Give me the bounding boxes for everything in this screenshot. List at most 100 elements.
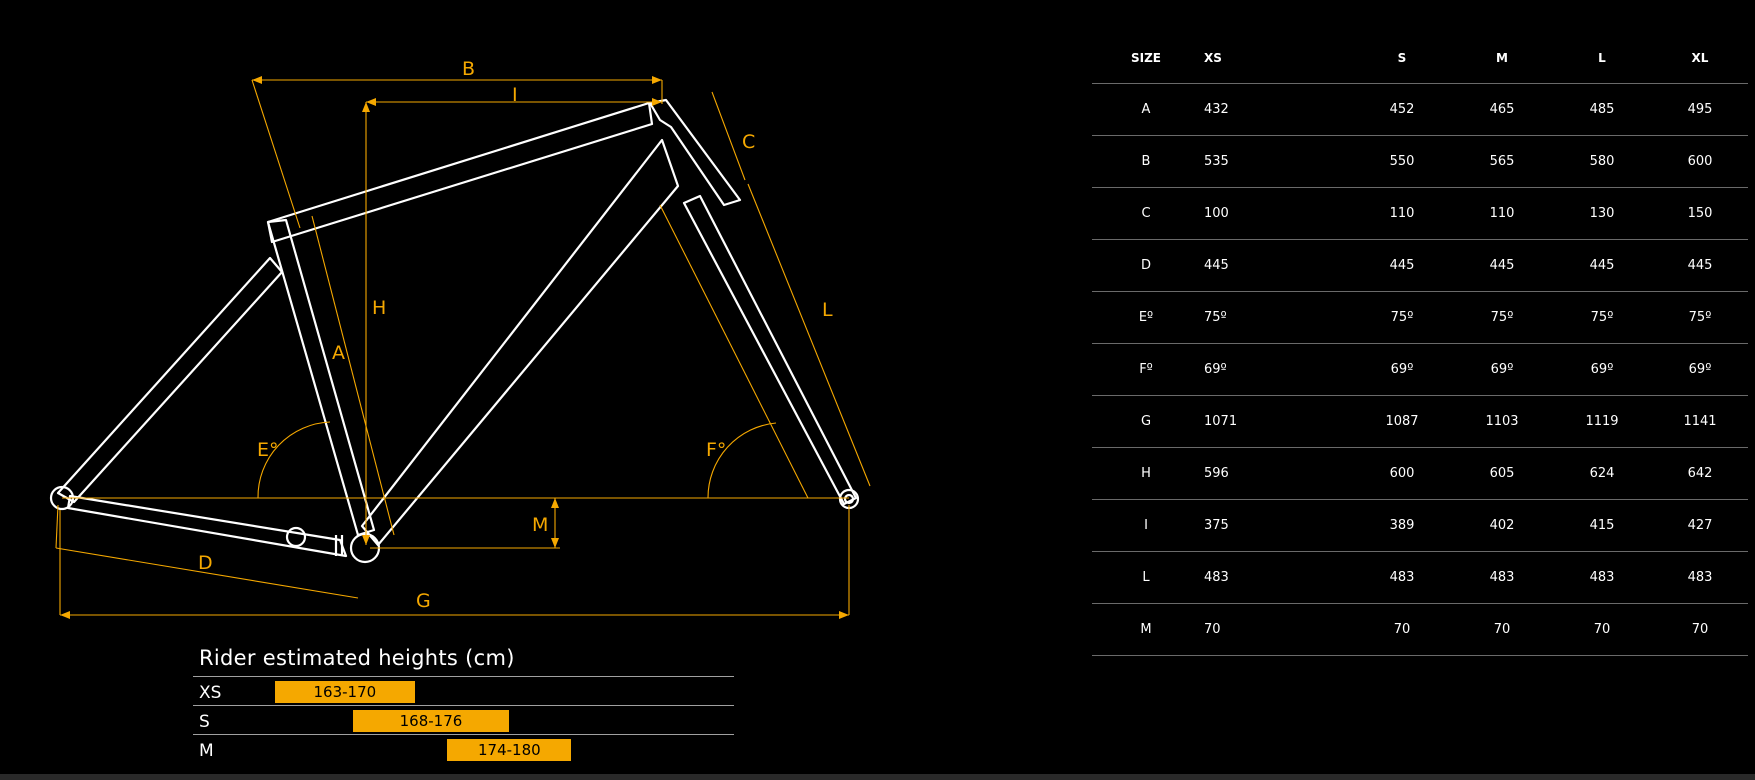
table-cell: 445 (1652, 239, 1748, 292)
label-h: H (372, 297, 386, 319)
table-cell: 483 (1652, 551, 1748, 604)
label-a: A (332, 342, 345, 364)
table-cell: 130 (1552, 187, 1652, 240)
table-cell: 70 (1200, 603, 1352, 656)
table-cell: 75º (1452, 291, 1552, 344)
table-cell: 70 (1552, 603, 1652, 656)
table-cell: 150 (1652, 187, 1748, 240)
table-cell: 75º (1200, 291, 1352, 344)
table-cell: 483 (1352, 551, 1452, 604)
rider-height-bar: 163-170 (275, 681, 415, 703)
label-f: F° (706, 439, 726, 461)
label-b: B (462, 58, 475, 80)
dim-b-ext-left (251, 79, 301, 229)
table-cell: 100 (1200, 187, 1352, 240)
table-cell: 75º (1352, 291, 1452, 344)
arrow-g-left (60, 611, 70, 619)
arrow-m-top (551, 498, 559, 508)
arrow-g-right (839, 611, 849, 619)
dim-l (747, 183, 871, 487)
table-cell: 452 (1352, 83, 1452, 136)
table-cell: 596 (1200, 447, 1352, 500)
table-cell: 1071 (1200, 395, 1352, 448)
table-row-label: M (1092, 603, 1200, 656)
rider-heights-title: Rider estimated heights (cm) (199, 646, 515, 670)
header-xs: XS (1200, 32, 1352, 84)
table-cell: 445 (1452, 239, 1552, 292)
arrow-h-top (362, 102, 370, 112)
arrow-i-left (366, 98, 376, 106)
label-i: I (512, 84, 518, 106)
dim-c (711, 91, 746, 181)
table-row-label: C (1092, 187, 1200, 240)
table-cell: 445 (1352, 239, 1452, 292)
table-cell: 483 (1552, 551, 1652, 604)
header-l: L (1552, 32, 1652, 84)
frame-geometry-diagram: B I H A C L E° F° M D G (49, 58, 871, 619)
table-cell: 580 (1552, 135, 1652, 188)
front-axle (843, 493, 855, 505)
dim-d-ext (55, 504, 59, 549)
dimension-labels: B I H A C L E° F° M D G (198, 58, 833, 612)
table-cell: 389 (1352, 499, 1452, 552)
chainstay-yoke (285, 526, 307, 548)
table-cell: 624 (1552, 447, 1652, 500)
table-cell: 110 (1452, 187, 1552, 240)
chain-stay (66, 494, 348, 558)
table-cell: 375 (1200, 499, 1352, 552)
label-c: C (742, 131, 755, 153)
table-cell: 445 (1200, 239, 1352, 292)
arrow-i-right (652, 98, 662, 106)
table-row-label: B (1092, 135, 1200, 188)
header-xl: XL (1652, 32, 1748, 84)
table-cell: 427 (1652, 499, 1748, 552)
table-cell: 70 (1352, 603, 1452, 656)
table-cell: 70 (1652, 603, 1748, 656)
seat-stay (56, 256, 284, 504)
label-l: L (822, 299, 833, 321)
dim-l-ext (659, 204, 809, 499)
table-cell: 432 (1200, 83, 1352, 136)
header-size: SIZE (1092, 32, 1200, 84)
label-g: G (416, 590, 431, 612)
table-cell: 415 (1552, 499, 1652, 552)
down-tube (360, 138, 680, 547)
arrow-m-bottom (551, 538, 559, 548)
table-cell: 69º (1652, 343, 1748, 396)
dimension-lines (55, 79, 871, 616)
arrow-b-right (652, 76, 662, 84)
table-row-label: Eº (1092, 291, 1200, 344)
arrowheads (60, 76, 849, 619)
header-m: M (1452, 32, 1552, 84)
table-cell: 1103 (1452, 395, 1552, 448)
table-cell: 535 (1200, 135, 1352, 188)
table-cell: 600 (1352, 447, 1452, 500)
table-cell: 1119 (1552, 395, 1652, 448)
table-cell: 550 (1352, 135, 1452, 188)
head-tube (648, 98, 742, 207)
table-cell: 600 (1652, 135, 1748, 188)
table-cell: 75º (1652, 291, 1748, 344)
table-cell: 69º (1552, 343, 1652, 396)
table-row-label: L (1092, 551, 1200, 604)
dim-a (311, 215, 395, 536)
label-m: M (532, 514, 548, 536)
table-cell: 483 (1452, 551, 1552, 604)
rider-size-label: S (199, 712, 210, 732)
table-cell: 565 (1452, 135, 1552, 188)
rider-size-label: M (199, 741, 214, 761)
seat-tube (266, 218, 376, 537)
table-cell: 483 (1200, 551, 1352, 604)
table-cell: 1087 (1352, 395, 1452, 448)
bottom-scroll-strip (0, 774, 1755, 780)
